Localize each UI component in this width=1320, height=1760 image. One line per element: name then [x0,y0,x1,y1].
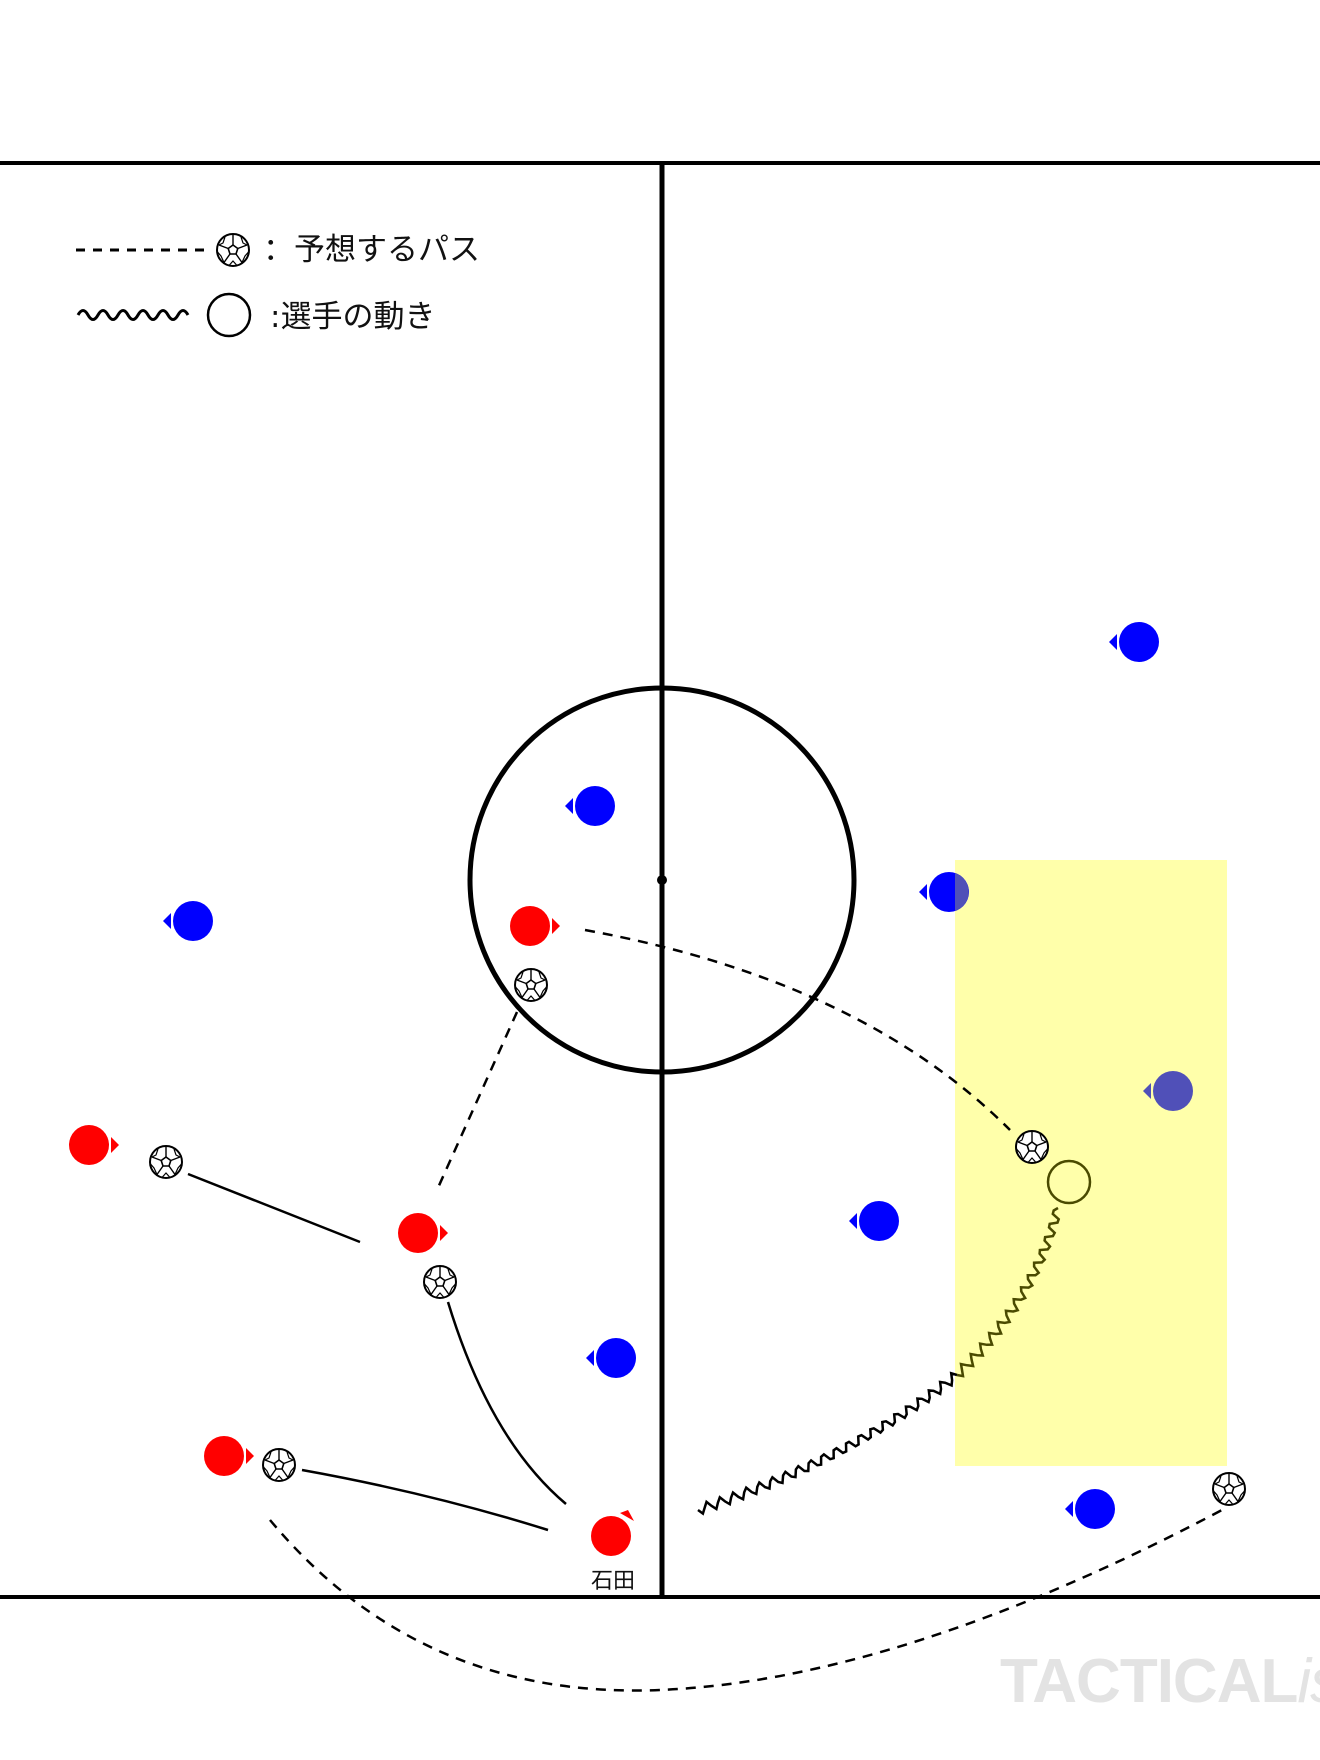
blue-player [1065,1489,1115,1529]
red-player [510,906,560,946]
soccer-ball-icon [216,233,250,267]
soccer-ball-icon [1212,1472,1246,1506]
soccer-ball-icon [423,1265,457,1299]
blue-player [163,901,213,941]
watermark-italic: ista [1297,1647,1320,1716]
center-spot [657,875,667,885]
blue-player [919,872,969,912]
highlight-zone [955,860,1227,1466]
watermark: TACTICALista [1000,1647,1320,1716]
soccer-ball-icon [262,1448,296,1482]
movement-run-line [697,1371,958,1516]
pass-line-left-to-midleft [187,1172,361,1244]
soccer-ball-icon [149,1145,183,1179]
pass-line-lowleft-to-ishida [301,1468,549,1532]
soccer-ball-icon [514,968,548,1002]
soccer-ball-icon [1015,1130,1049,1164]
blue-player [849,1201,899,1241]
blue-player [586,1338,636,1378]
legend-pass-label: ：予想するパス [263,232,480,268]
pass-line-center-to-midleft [435,1011,519,1191]
red-player [204,1436,254,1476]
blue-player [565,786,615,826]
player-label-ishida: 石田 [591,1569,635,1594]
pass-line-long-switch [269,1508,1223,1692]
red-player [398,1213,448,1253]
empty-circle-icon [206,292,252,338]
pass-line-midleft-to-ishida [446,1301,567,1505]
watermark-bold: TACTICAL [1000,1647,1297,1716]
legend-movement-label: :選手の動き [270,299,435,335]
pass-line-center-to-right [584,928,1011,1131]
empty-circle-icon [1046,1159,1092,1205]
movement-run-line [956,1206,1061,1378]
blue-player [1109,622,1159,662]
blue-player [1143,1071,1193,1111]
red-player-ishida [591,1510,634,1556]
red-player [69,1125,119,1165]
legend: ：予想するパス :選手の動き [76,232,480,338]
legend-wavy-line [76,309,190,321]
center-circle [467,685,857,1075]
